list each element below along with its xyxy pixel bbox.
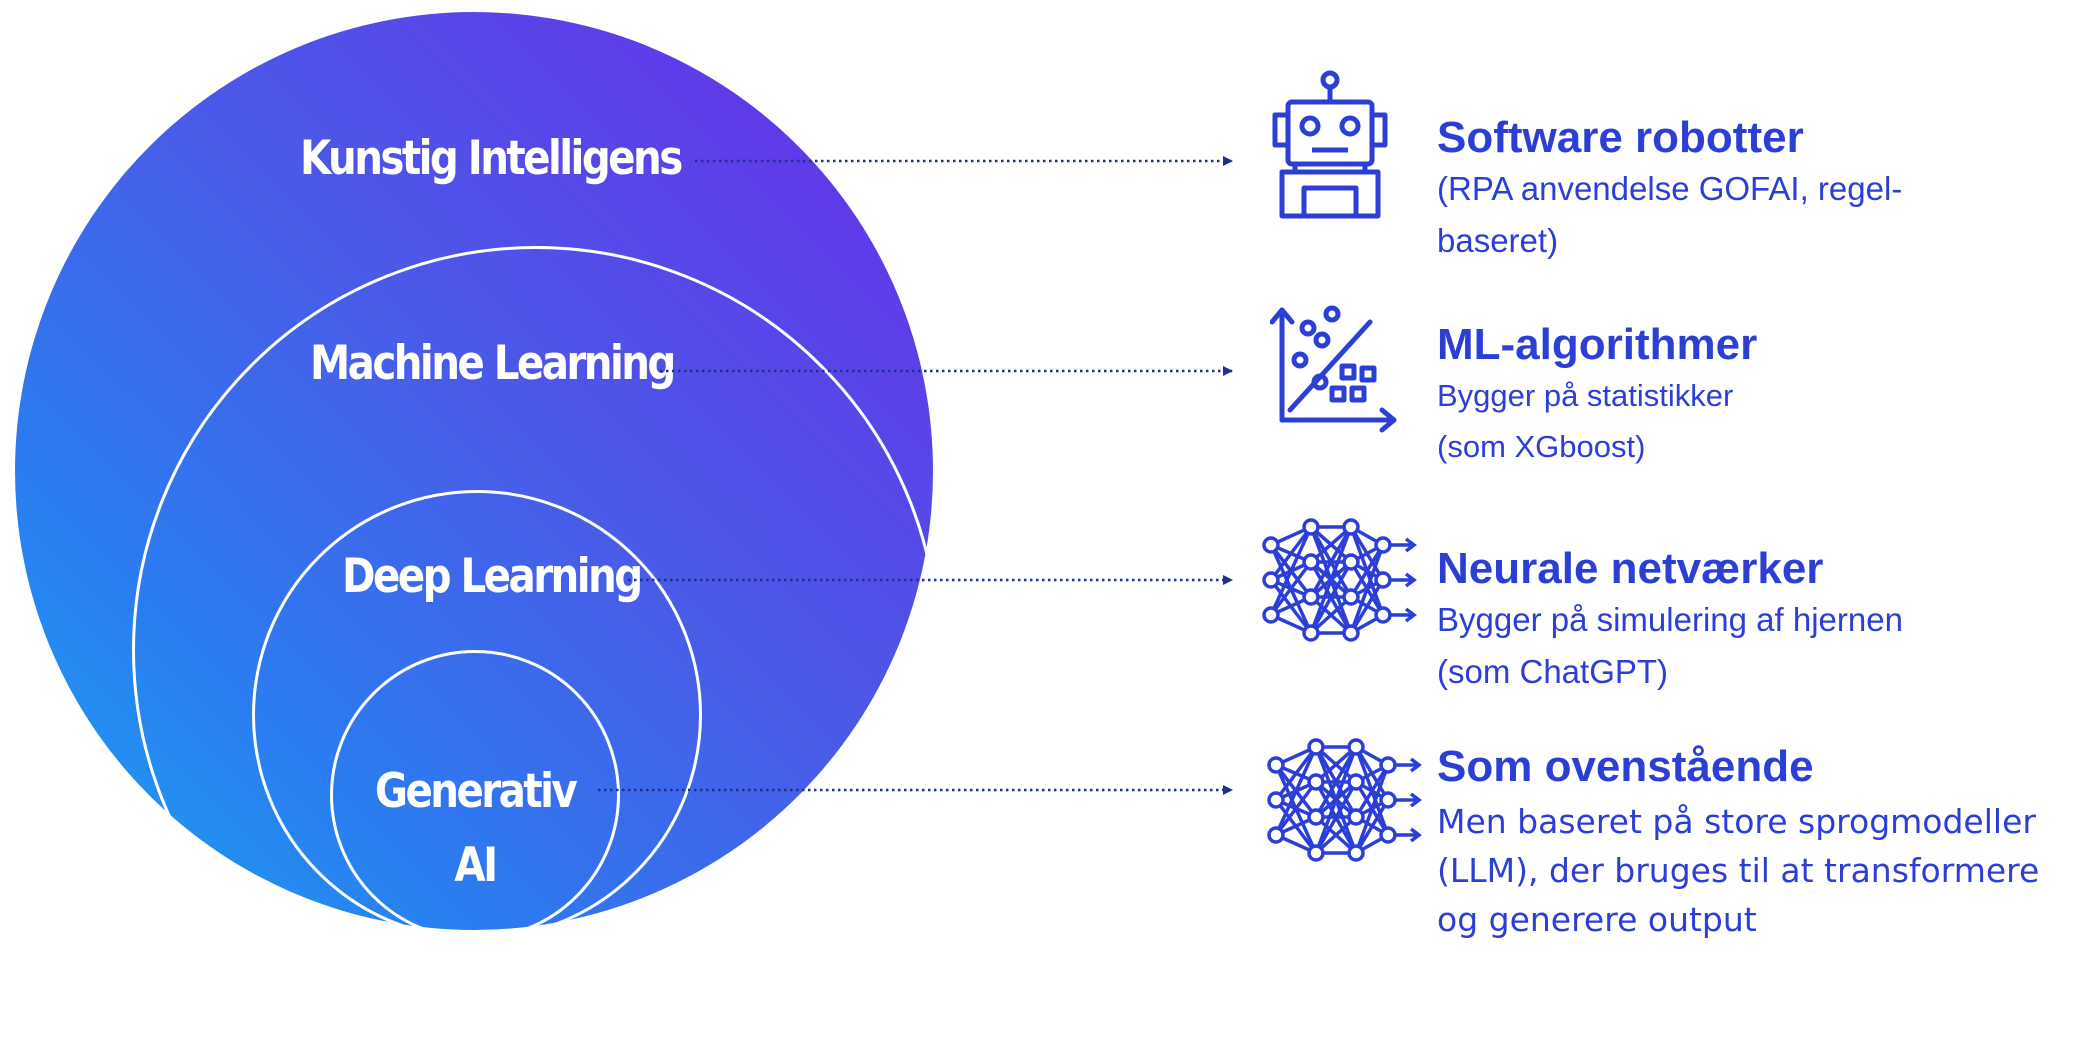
robot-icon	[1272, 70, 1388, 219]
desc-line: og generere output	[1437, 900, 1757, 939]
network-node	[1267, 756, 1285, 774]
desc-line: Bygger på statistikker	[1437, 378, 1734, 413]
desc-line: (RPA anvendelse GOFAI, regel-	[1437, 170, 1903, 207]
network-node	[1302, 518, 1320, 536]
network-node	[1347, 844, 1365, 862]
connector-lines	[598, 156, 1233, 795]
item-title-som-ovenstaaende: Som ovenstående	[1437, 742, 1814, 791]
item-desc-neurale-netvaerker: Bygger på simulering af hjernen (som Cha…	[1437, 594, 1903, 698]
network-node	[1307, 738, 1325, 756]
network-node	[1342, 624, 1360, 642]
ml-label: Machine Learning	[310, 336, 676, 391]
network-node	[1267, 826, 1285, 844]
network-node	[1307, 808, 1325, 826]
desc-line: (som XGboost)	[1437, 429, 1646, 464]
network-node	[1347, 773, 1365, 791]
network-node	[1342, 588, 1360, 606]
dl-label: Deep Learning	[342, 549, 643, 604]
network-node	[1342, 518, 1360, 536]
generative-ai-label-line1: Generativ	[374, 764, 578, 819]
desc-line: baseret)	[1437, 222, 1559, 259]
desc-line: (LLM), der bruges til at transformere	[1437, 851, 2040, 890]
item-title-software-robotter: Software robotter	[1437, 113, 1804, 162]
desc-line: Bygger på simulering af hjernen	[1437, 601, 1903, 638]
network-node	[1302, 553, 1320, 571]
network-node	[1262, 571, 1280, 589]
network-node	[1379, 826, 1397, 844]
item-desc-som-ovenstaaende: Men baseret på store sprogmodeller (LLM)…	[1437, 797, 2039, 944]
neural-network-icon	[1262, 518, 1417, 642]
network-node	[1379, 756, 1397, 774]
scatter-chart-icon	[1270, 305, 1397, 433]
network-node	[1267, 791, 1285, 809]
item-title-neurale-netvaerker: Neurale netværker	[1437, 544, 1824, 593]
network-node	[1262, 606, 1280, 624]
network-node	[1262, 536, 1280, 554]
network-node	[1347, 808, 1365, 826]
network-node	[1342, 553, 1360, 571]
network-node	[1374, 571, 1392, 589]
network-node	[1374, 536, 1392, 554]
desc-line: Men baseret på store sprogmodeller	[1437, 802, 2036, 841]
network-node	[1379, 791, 1397, 809]
desc-line: (som ChatGPT)	[1437, 653, 1669, 690]
network-node	[1302, 588, 1320, 606]
network-node	[1302, 624, 1320, 642]
item-title-ml-algorithmer: ML-algorithmer	[1437, 320, 1758, 369]
item-desc-ml-algorithmer: Bygger på statistikker (som XGboost)	[1437, 370, 1733, 472]
generative-ai-circle	[330, 650, 620, 940]
ai-label: Kunstig Intelligens	[300, 131, 683, 186]
item-desc-software-robotter: (RPA anvendelse GOFAI, regel- baseret)	[1437, 163, 1902, 267]
network-node	[1374, 606, 1392, 624]
neural-network-icon	[1267, 738, 1422, 862]
generative-ai-label-line2: AI	[454, 838, 498, 893]
generative-ai-label: Generativ AI	[372, 755, 578, 903]
network-node	[1307, 844, 1325, 862]
network-node	[1307, 773, 1325, 791]
network-node	[1347, 738, 1365, 756]
